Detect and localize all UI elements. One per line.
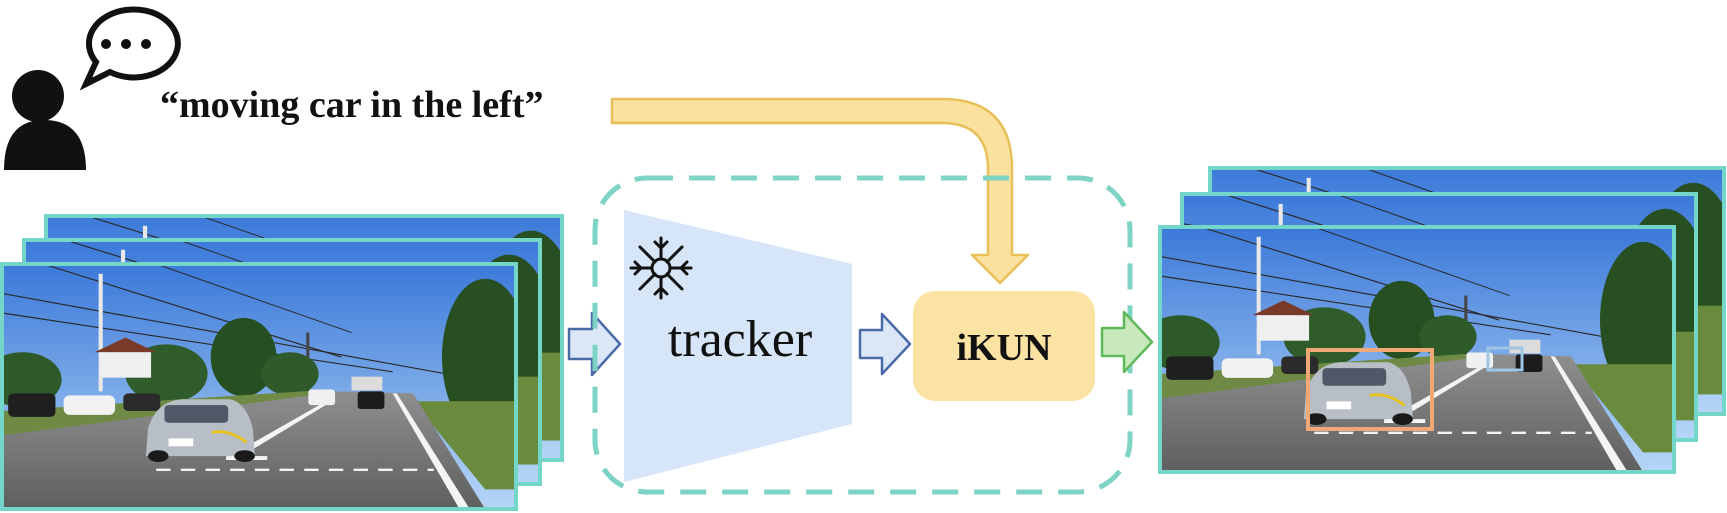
- target-car-box: [1306, 348, 1434, 431]
- speech-bubble-icon: [79, 6, 181, 91]
- ikun-block: [913, 291, 1095, 401]
- model-dashed-box: [592, 175, 1133, 495]
- input-frame-stack: [0, 214, 564, 511]
- output-frame-stack: [1158, 166, 1726, 474]
- ikun-to-output-arrow: [1100, 310, 1154, 374]
- tracker-block: [624, 210, 852, 482]
- output-frame-front: [1158, 225, 1676, 474]
- other-car-box: [1486, 346, 1524, 372]
- tracker-label: tracker: [668, 311, 812, 368]
- query-arrow: [610, 97, 1030, 285]
- input-frame-front: [0, 262, 518, 511]
- input-to-tracker-arrow: [567, 311, 622, 377]
- query-text: “moving car in the left”: [160, 84, 543, 126]
- ikun-label: iKUN: [957, 327, 1052, 369]
- snowflake-icon: [629, 236, 693, 300]
- tracker-to-ikun-arrow: [858, 312, 912, 376]
- user-icon: [4, 70, 86, 170]
